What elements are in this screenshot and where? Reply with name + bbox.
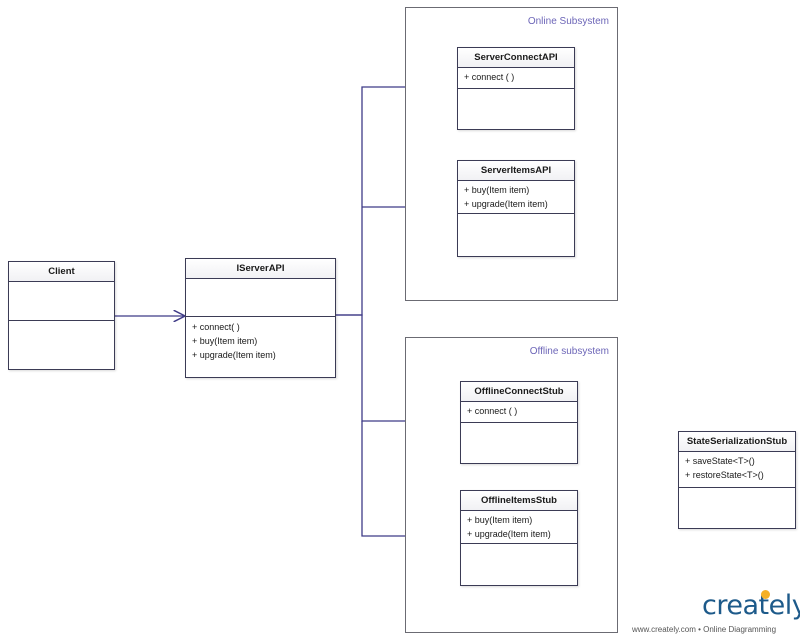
class-state-serialization-stub[interactable]: StateSerializationStub + saveState<T>() … [678, 431, 796, 529]
operation: + buy(Item item) [467, 515, 533, 525]
logo-text: creately [702, 590, 800, 621]
class-operations [9, 321, 114, 324]
class-server-items-api[interactable]: ServerItemsAPI + buy(Item item) + upgrad… [457, 160, 575, 257]
lightbulb-icon [761, 590, 770, 599]
class-iserverapi[interactable]: IServerAPI + connect( ) + buy(Item item)… [185, 258, 336, 378]
class-operations: + connect ( ) [458, 68, 574, 89]
class-name: Client [9, 262, 114, 282]
class-server-connect-api[interactable]: ServerConnectAPI + connect ( ) [457, 47, 575, 130]
operation: + buy(Item item) [192, 336, 258, 346]
logo-tagline: www.creately.com • Online Diagramming [632, 625, 777, 634]
class-name: IServerAPI [186, 259, 335, 279]
class-empty-compartment [679, 488, 795, 491]
operation: + upgrade(Item item) [464, 199, 548, 209]
class-name: ServerItemsAPI [458, 161, 574, 181]
class-attributes [9, 282, 114, 321]
class-offline-connect-stub[interactable]: OfflineConnectStub + connect ( ) [460, 381, 578, 464]
class-empty-compartment [461, 544, 577, 547]
class-empty-compartment [461, 423, 577, 426]
class-operations: + buy(Item item) + upgrade(Item item) [458, 181, 574, 214]
class-operations: + connect( ) + buy(Item item) + upgrade(… [186, 317, 335, 362]
class-name: OfflineItemsStub [461, 491, 577, 511]
class-name: OfflineConnectStub [461, 382, 577, 402]
operation: + saveState<T>() [685, 456, 755, 466]
creately-logo[interactable]: creately www.creately.com • Online Diagr… [632, 590, 800, 636]
operation: + upgrade(Item item) [467, 529, 551, 539]
operation: + buy(Item item) [464, 185, 530, 195]
operation: + restoreState<T>() [685, 470, 764, 480]
class-name: ServerConnectAPI [458, 48, 574, 68]
class-operations: + buy(Item item) + upgrade(Item item) [461, 511, 577, 544]
class-empty-compartment [458, 89, 574, 92]
operation: + connect ( ) [464, 72, 515, 82]
operation: + connect ( ) [467, 406, 518, 416]
class-empty-compartment [458, 214, 574, 217]
package-title: Offline subsystem [529, 346, 609, 357]
package-title: Online Subsystem [527, 16, 609, 27]
class-offline-items-stub[interactable]: OfflineItemsStub + buy(Item item) + upgr… [460, 490, 578, 586]
class-attributes [186, 279, 335, 317]
operation: + upgrade(Item item) [192, 350, 276, 360]
class-operations: + saveState<T>() + restoreState<T>() [679, 452, 795, 488]
class-operations: + connect ( ) [461, 402, 577, 423]
class-client[interactable]: Client [8, 261, 115, 370]
operation: + connect( ) [192, 322, 240, 332]
class-name: StateSerializationStub [679, 432, 795, 452]
